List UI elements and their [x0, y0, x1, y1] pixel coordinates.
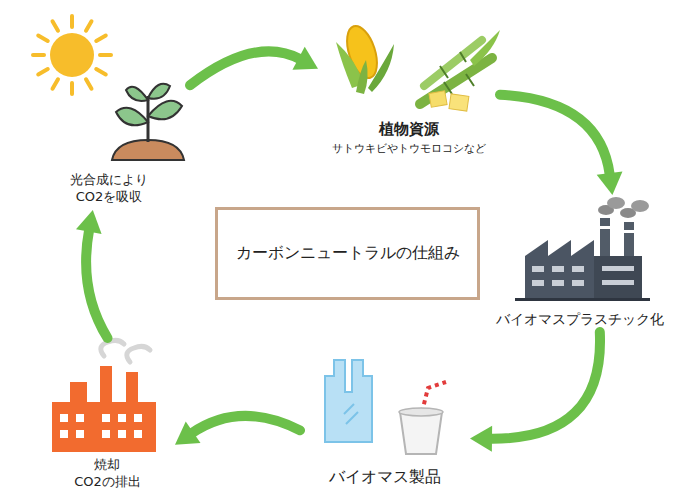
corn-icon-part: [356, 60, 368, 94]
incinerator-icon-part: [102, 430, 110, 438]
sun-rays-part: [53, 79, 59, 89]
stage-label: バイオマス製品: [300, 355, 470, 492]
cup-icon-part: [400, 412, 442, 454]
plant-icon-part: [116, 108, 148, 126]
sugarcane-icon: [420, 30, 500, 111]
incinerator-icon-part: [76, 430, 84, 438]
stage-text: バイオマスプラスチック化: [496, 310, 664, 328]
factory-icon: [515, 197, 650, 301]
arrow-head: [175, 422, 200, 445]
stage-label: 焼却 CO2の排出: [40, 338, 175, 495]
factory-icon-part: [552, 280, 564, 286]
sugarcane-icon-part: [429, 91, 447, 108]
sun-icon-part: [50, 33, 94, 77]
sugarcane-icon-part: [449, 94, 469, 111]
plant-icon-part: [147, 96, 150, 142]
cup-icon-part: [399, 408, 443, 416]
sun-rays-part: [86, 79, 92, 89]
stage-text: カーボンニュートラルの仕組み: [236, 243, 460, 264]
factory-icon-part: [624, 230, 634, 233]
stage-label: 植物資源サトウキビやトウモロコシなど: [318, 15, 500, 160]
cup-icon: [399, 382, 446, 454]
arrow-head: [292, 47, 318, 70]
incinerator-icon-part: [134, 414, 142, 422]
stage-text: バイオマス製品: [329, 467, 441, 488]
incinerator-icon: [52, 340, 156, 452]
bag-icon-part: [344, 404, 358, 424]
stage-label: 光合成により CO2を吸収: [28, 12, 190, 210]
factory-icon-part: [525, 240, 594, 298]
cycle-arrow: [76, 210, 107, 338]
stage-text: 光合成により CO2を吸収: [70, 172, 148, 206]
arrow-shaft: [191, 416, 300, 434]
bag-icon: [325, 360, 372, 442]
incinerator-icon-part: [60, 414, 68, 422]
cycle-arrow: [500, 95, 622, 195]
plant-icon-part: [112, 140, 184, 160]
sun-rays-part: [70, 16, 74, 27]
arrow-head: [597, 172, 623, 195]
cycle-arrow: [190, 47, 318, 85]
incinerator-icon-part: [101, 340, 124, 356]
sun-rays-part: [100, 53, 111, 57]
sugarcane-icon-part: [470, 30, 500, 66]
factory-icon-part: [607, 197, 625, 209]
incinerator-icon-part: [76, 414, 84, 422]
stage-text: 植物資源: [379, 120, 439, 140]
sun-rays-part: [38, 36, 48, 42]
factory-icon-part: [631, 200, 649, 212]
incinerator-icon-part: [118, 414, 126, 422]
corn-icon: [336, 22, 394, 94]
incinerator-icon-part: [102, 414, 110, 422]
plant-icon: [112, 84, 184, 160]
sun-rays-part: [38, 69, 48, 75]
factory-icon-part: [600, 218, 610, 258]
factory-icon-part: [515, 298, 650, 301]
stage-subtext: サトウキビやトウモロコシなど: [332, 142, 486, 156]
incinerator-icon-part: [52, 366, 156, 452]
incinerator-icon-part: [134, 430, 142, 438]
sun-rays-part: [96, 69, 106, 75]
arrow-head: [76, 210, 102, 234]
stage-text: 焼却 CO2の排出: [74, 457, 141, 491]
factory-icon-part: [572, 280, 584, 286]
factory-icon-part: [552, 266, 564, 272]
sun-rays-part: [86, 21, 92, 31]
sun-rays-part: [53, 21, 59, 31]
sun-rays: [33, 16, 111, 94]
cycle-arrow: [470, 332, 600, 452]
corn-icon-part: [368, 44, 394, 92]
incinerator-icon-part: [60, 430, 68, 438]
incinerator-icon-part: [127, 346, 150, 362]
factory-icon-part: [624, 222, 634, 258]
factory-icon-part: [602, 280, 634, 285]
cycle-arrow: [175, 416, 300, 445]
factory-icon-part: [532, 266, 544, 272]
arrow-shaft: [86, 230, 107, 338]
sugarcane-icon-part: [440, 52, 474, 94]
sun-rays-part: [33, 53, 44, 57]
bag-icon-part: [325, 360, 372, 442]
plant-icon-part: [126, 87, 148, 101]
incinerator-icon-part: [118, 430, 126, 438]
arrow-shaft: [500, 95, 610, 175]
arrow-shaft: [490, 332, 600, 439]
sun-rays-part: [70, 83, 74, 94]
factory-icon-part: [572, 266, 584, 272]
stage-label: バイオマスプラスチック化: [490, 195, 670, 332]
plant-icon-part: [148, 101, 182, 119]
arrow-head: [470, 426, 492, 452]
factory-icon-part: [600, 226, 610, 229]
sun-rays-part: [96, 36, 106, 42]
title-box: カーボンニュートラルの仕組み: [215, 207, 480, 300]
factory-icon-part: [594, 256, 642, 298]
factory-icon-part: [532, 280, 544, 286]
arrow-shaft: [190, 51, 300, 85]
factory-icon-part: [602, 266, 634, 271]
plant-icon-part: [148, 84, 170, 99]
sun-icon: [33, 16, 111, 94]
